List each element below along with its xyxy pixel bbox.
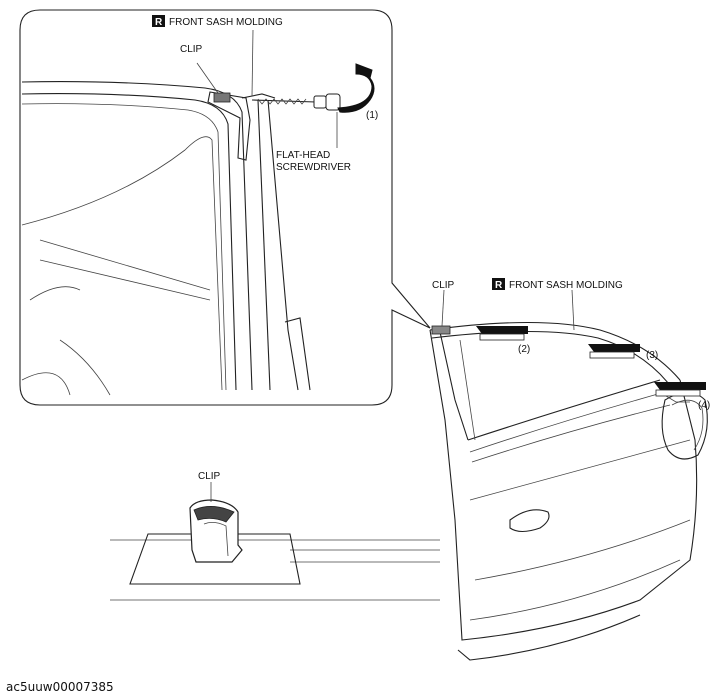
belt-line-1 <box>467 379 661 441</box>
sash-molding-piece <box>207 91 251 161</box>
door-clip-label: CLIP <box>432 280 455 291</box>
step-4-label: (4) <box>698 400 710 411</box>
door-sash-inner <box>431 330 673 389</box>
glass-curve <box>21 136 223 391</box>
part-label: FRONT SASH MOLDING <box>169 17 283 28</box>
step-3-label: (3) <box>646 350 658 361</box>
clip-label: CLIP <box>180 44 203 55</box>
screwdriver-icon <box>251 93 341 111</box>
pillar-right <box>267 99 299 391</box>
clip-detail-top <box>193 506 235 523</box>
molding-arrow-3-icon <box>588 344 640 352</box>
window-frame-line <box>21 103 227 391</box>
step-2-label: (2) <box>518 344 530 355</box>
door-inner-line-2 <box>39 259 211 301</box>
figure-code: ac5uuw00007385 <box>6 680 114 694</box>
door-part-label: FRONT SASH MOLDING <box>509 280 623 291</box>
door-outline <box>429 329 698 641</box>
body-line-3 <box>469 559 681 621</box>
pillar-step <box>284 317 311 391</box>
mirror-inner <box>671 399 704 451</box>
door-front-edge <box>439 331 469 441</box>
callout-view: R FRONT SASH MOLDING CLIP FLAT-HEAD SCRE… <box>19 9 431 406</box>
tool-label-line2: SCREWDRIVER <box>276 162 351 173</box>
leader-door-part <box>571 289 575 331</box>
detail-clip-label: CLIP <box>198 471 221 482</box>
body-line-2 <box>474 519 691 581</box>
tool-label-line1: FLAT-HEAD <box>276 150 330 161</box>
window-frame-inner <box>21 93 237 391</box>
clip-detail-shade <box>203 522 229 557</box>
molding-block-3 <box>589 351 635 359</box>
callout-frame <box>19 9 431 406</box>
molding-block-2 <box>479 333 525 341</box>
leader-door-clip <box>441 289 445 327</box>
clip-shape <box>213 92 231 103</box>
door-sash-outer <box>429 321 681 381</box>
door-inner-line-1 <box>39 239 211 291</box>
molding-block-4 <box>655 389 701 397</box>
glass-line <box>459 339 476 441</box>
door-inner-line-5 <box>21 372 71 396</box>
molding-arrow-2-icon <box>476 326 528 334</box>
mount-plate <box>129 533 301 585</box>
door-clip-shape <box>431 325 451 335</box>
step-1-label: (1) <box>366 110 378 121</box>
door-bottom <box>457 614 641 661</box>
window-frame-outer <box>21 81 253 391</box>
leader-part <box>251 29 254 97</box>
door-handle <box>509 509 550 533</box>
door-part-badge-text: R <box>495 280 503 291</box>
belt-line-3 <box>471 404 671 463</box>
belt-line-2 <box>469 391 666 453</box>
door-inner-line-3 <box>29 286 81 301</box>
part-badge <box>152 15 165 27</box>
leader-step-4 <box>665 395 690 403</box>
pillar-top <box>241 93 276 99</box>
part-badge-text: R <box>155 17 163 28</box>
rotation-arrow-icon <box>337 63 375 113</box>
door-view: CLIP R FRONT SASH MOLDING (2) (3) (4) <box>429 278 710 661</box>
pillar-left <box>257 99 271 391</box>
leader-clip <box>196 62 219 94</box>
clip-detail-view: CLIP <box>110 471 440 601</box>
molding-arrow-4-icon <box>654 382 706 390</box>
door-inner-line-4 <box>59 339 111 396</box>
body-line-1 <box>469 439 691 501</box>
door-part-badge <box>492 278 505 290</box>
